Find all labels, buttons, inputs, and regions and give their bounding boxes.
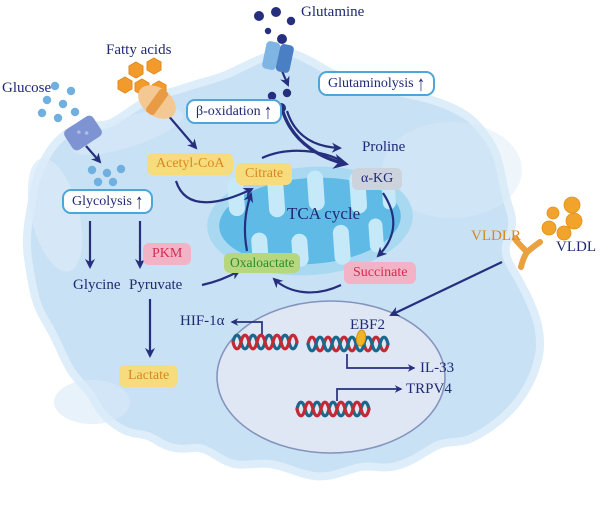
nucleus-icon	[216, 300, 446, 454]
up-arrow-icon: ↑	[263, 99, 273, 124]
dna-helix-trpv4	[295, 400, 371, 418]
tca-cycle-label: TCA cycle	[287, 204, 361, 223]
arrow-oxaloactate-to-citrate	[243, 192, 254, 252]
hif1a-label: HIF-1α	[180, 313, 225, 329]
glutaminolysis-box: Glutaminolysis↑	[318, 71, 436, 96]
glutamine-label: Glutamine	[301, 4, 365, 20]
arrow-alphakg-to-succinate	[376, 192, 395, 258]
glycine-label: Glycine	[73, 277, 121, 293]
up-arrow-icon: ↑	[416, 71, 426, 96]
arrow-acetylcoa-to-citrate	[174, 180, 254, 204]
il33-label: IL-33	[420, 360, 455, 376]
glutaminolysis-label: Glutaminolysis	[328, 75, 414, 91]
succinate-box: Succinate	[344, 262, 417, 285]
up-arrow-icon: ↑	[134, 189, 144, 214]
dna-helix-hif	[231, 333, 299, 351]
proline-label: Proline	[362, 139, 406, 155]
ebf2-protein-icon	[355, 329, 367, 347]
arrow-glucose-entry	[85, 145, 102, 164]
citrate-box: Citrate	[236, 163, 293, 186]
acetyl-coa-box: Acetyl-CoA	[147, 153, 234, 176]
glycolysis-box: Glycolysis↑	[62, 189, 154, 214]
arrow-glutamine-to-alphakg	[281, 111, 349, 169]
ebf2-label: EBF2	[350, 317, 386, 333]
trpv4-label: TRPV4	[406, 381, 452, 397]
vldlr-label: VLDLR	[471, 228, 521, 244]
cytoplasm-folds	[27, 109, 522, 424]
glutamine-transporter-icon	[262, 41, 294, 73]
glucose-molecule-dots	[37, 81, 126, 187]
vldl-particles	[541, 196, 583, 241]
glucose-transporter-icon	[64, 115, 102, 151]
dna-helix-ebf2	[306, 335, 390, 353]
fatty-acids-label: Fatty acids	[106, 42, 172, 58]
arrow-dna-to-hif1a	[230, 318, 263, 334]
pyruvate-label: Pyruvate	[129, 277, 183, 293]
arrow-glutamine-to-proline	[285, 110, 343, 153]
arrow-dna-to-trpv4	[336, 385, 403, 401]
mitochondria-icon	[207, 166, 413, 276]
arrow-vldlr-to-nucleus	[389, 261, 503, 317]
lactate-box: Lactate	[119, 365, 179, 388]
fatty-acid-transporter-icon	[138, 85, 176, 119]
glycolysis-label: Glycolysis	[72, 193, 132, 209]
beta-oxidation-label: β-oxidation	[196, 103, 261, 119]
oxaloactate-box: Oxaloactate	[224, 253, 301, 273]
arrow-succinate-to-oxaloactate	[272, 277, 342, 294]
alpha-kg-box: α-KG	[352, 168, 403, 191]
vldlr-receptor-icon	[512, 236, 543, 270]
arrow-dna-to-il33	[346, 354, 416, 372]
beta-oxidation-box: β-oxidation↑	[186, 99, 283, 124]
vldl-label: VLDL	[556, 239, 596, 255]
arrow-citrate-to-alphakg	[261, 149, 345, 163]
glucose-label: Glucose	[2, 80, 52, 96]
pkm-box: PKM	[143, 243, 192, 266]
